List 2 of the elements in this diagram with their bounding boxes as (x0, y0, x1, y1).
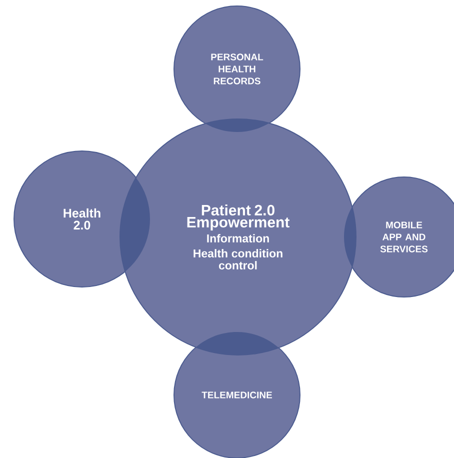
circle-node: PERSONAL HEALTH RECORDS (174, 6, 300, 132)
circle-node: MOBILE APP AND SERVICES (344, 176, 454, 298)
